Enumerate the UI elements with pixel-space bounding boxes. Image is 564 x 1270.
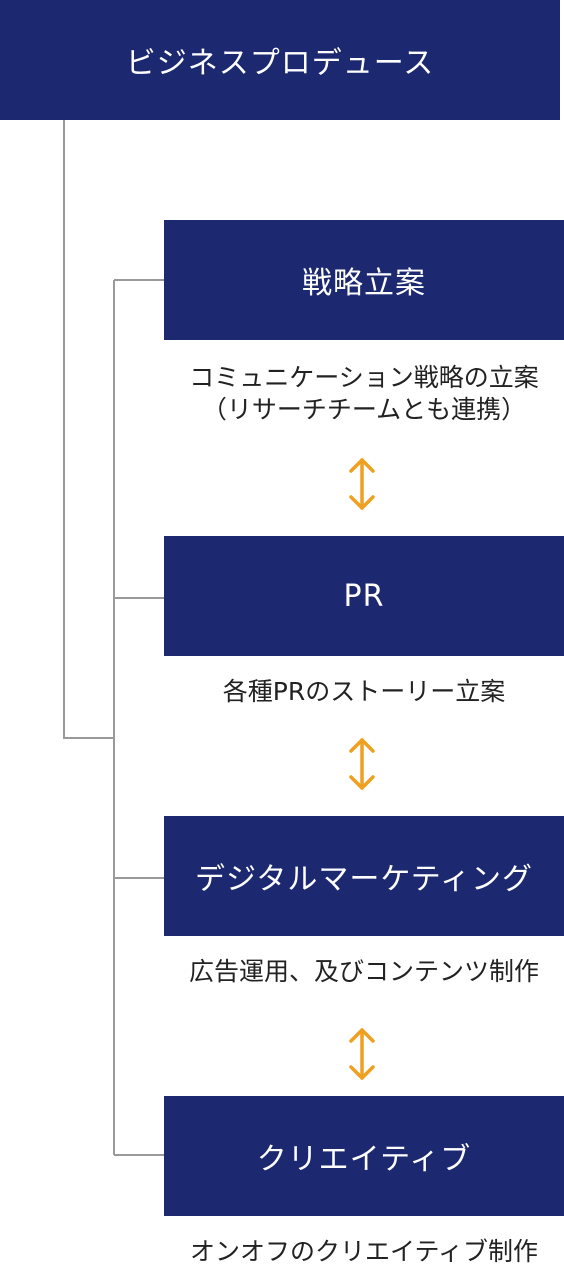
double-headed-vertical-arrow-icon [349,458,375,510]
double-headed-vertical-arrow-icon [349,738,375,790]
desc-digital-marketing-line-1: 広告運用、及びコンテンツ制作 [188,957,539,986]
desc-creative: オンオフのクリエイティブ制作 [164,1236,564,1268]
root-box-business-produce: ビジネスプロデュース [0,0,560,120]
box-pr-label: PR [343,578,385,614]
desc-digital-marketing: 広告運用、及びコンテンツ制作 [164,956,564,988]
box-strategy: 戦略立案 [164,220,564,340]
box-creative-label: クリエイティブ [256,1142,472,1177]
box-digital-marketing-label: デジタルマーケティング [195,862,533,897]
box-digital-marketing: デジタルマーケティング [164,816,564,936]
desc-strategy-line-1: コミュニケーション戦略の立案 [189,363,539,392]
root-connector-line [63,120,114,739]
desc-pr: 各種PRのストーリー立案 [164,676,564,708]
desc-pr-line-1: 各種PRのストーリー立案 [222,677,506,706]
box-creative: クリエイティブ [164,1096,564,1216]
double-headed-vertical-arrow-icon [349,1028,375,1080]
box-strategy-label: 戦略立案 [302,266,426,301]
box-pr: PR [164,536,564,656]
desc-strategy: コミュニケーション戦略の立案 （リサーチチームとも連携） [164,362,564,426]
root-box-label: ビジネスプロデュース [125,46,435,81]
desc-creative-line-1: オンオフのクリエイティブ制作 [189,1237,538,1266]
desc-strategy-line-2: （リサーチチームとも連携） [201,395,527,424]
